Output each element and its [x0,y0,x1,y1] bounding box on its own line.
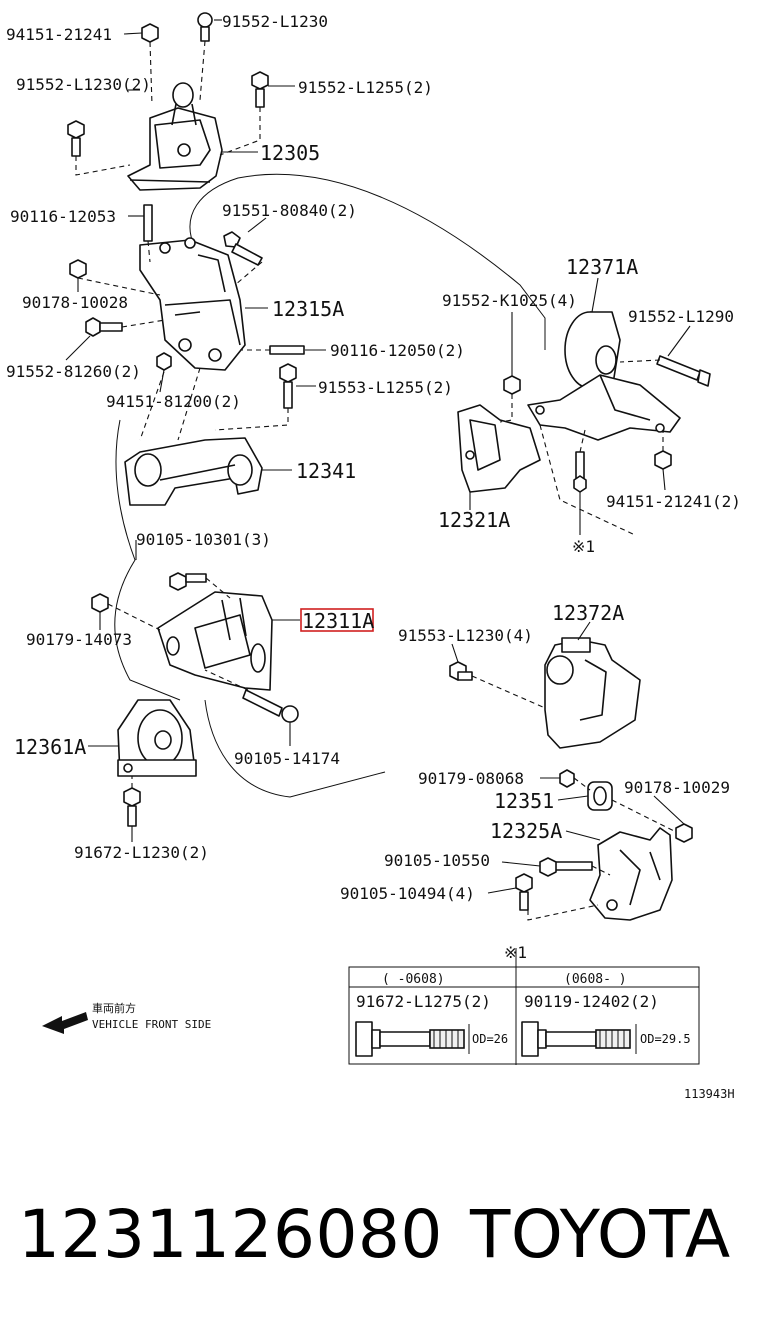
label-94151-21241-2: 94151-21241(2) [606,492,741,511]
front-arrow-icon [42,1012,88,1034]
label-12372a: 12372A [552,601,624,625]
part-labels: 94151-21241 91552-L1230 91552-L1230(2) 9… [6,12,741,962]
bracket-12341 [124,437,263,506]
label-12315a: 12315A [272,297,344,321]
note-table: ( -0608) (0608- ) 91672-L1275(2) 90119-1… [348,948,700,1065]
label-12351: 12351 [494,789,554,813]
label-90105-14174: 90105-14174 [234,749,340,768]
front-label-jp: 車両前方 [92,1001,136,1015]
table-col2-header: (0608- ) [564,972,627,987]
label-12371a: 12371A [566,255,638,279]
bolt-91552-l1230-left [67,120,85,157]
label-90179-14073: 90179-14073 [26,630,132,649]
label-12311a: 12311A [302,609,374,633]
label-91552-l1230-2: 91552-L1230(2) [16,75,151,94]
nut-90178-10028 [69,259,87,279]
bolt-90105-14174 [242,689,299,723]
label-12305: 12305 [260,141,320,165]
label-12325a: 12325A [490,819,562,843]
label-94151-21241: 94151-21241 [6,25,112,44]
mount-12361a [117,699,197,777]
bracket-12325a [589,827,673,921]
bracket-12321a [457,404,541,493]
nut-94151-21241 [141,23,159,43]
label-90116-12050-2: 90116-12050(2) [330,341,465,360]
bolt-90105-10301 [169,572,207,591]
highlight-box-12311a [300,608,374,632]
bolt-91553-l1230 [449,661,473,681]
table-col2-od: OD=29.5 [640,1032,691,1046]
engine-mount-12305 [127,82,223,191]
table-col1-part: 91672-L1275(2) [356,992,491,1011]
label-90105-10550: 90105-10550 [384,851,490,870]
stud-90116-12050 [269,345,305,355]
label-12321a: 12321A [438,508,510,532]
label-90105-10494-4: 90105-10494(4) [340,884,475,903]
diagram-code: 113943H [684,1087,735,1101]
label-91552-l1230: 91552-L1230 [222,12,328,31]
nut-94151-81200 [156,352,172,371]
label-91553-l1230-4: 91553-L1230(4) [398,626,533,645]
assembly-outline-lower [114,419,386,798]
front-label-en: VEHICLE FRONT SIDE [92,1018,211,1031]
mount-12371a [527,311,681,441]
bolt-91552-k1025 [503,375,521,395]
label-12361a: 12361A [14,735,86,759]
bushing-12351 [587,781,613,811]
brand-text: TOYOTA [470,1196,731,1273]
bolt-91552-81260 [85,317,123,337]
bracket-12372a [544,637,641,749]
part-number-text: 1231126080 [18,1196,443,1273]
bolt-91552-l1230-top [197,12,213,42]
label-90178-10029: 90178-10029 [624,778,730,797]
table-col1-header: ( -0608) [382,972,445,987]
nut-90179-14073 [91,593,109,613]
bolt-drawing-col1 [355,1021,470,1057]
bolt-91551-80840 [223,231,263,266]
dashed-lines [75,40,677,921]
bolt-91552-l1290 [656,355,711,387]
label-91552-81260-2: 91552-81260(2) [6,362,141,381]
label-91551-80840-2: 91551-80840(2) [222,201,357,220]
washer-90179-08068 [559,769,575,788]
label-note1-upper: ※1 [572,537,595,556]
label-12341: 12341 [296,459,356,483]
vehicle-front-indicator: 車両前方 VEHICLE FRONT SIDE [42,1001,211,1034]
bracket-12315a [139,237,246,371]
stud-note1 [573,451,587,493]
label-91553-l1255-2: 91553-L1255(2) [318,378,453,397]
table-col1-od: OD=26 [472,1032,508,1046]
bolt-drawing-col2 [521,1021,637,1057]
bolt-90105-10550 [539,857,593,877]
label-90105-10301-3: 90105-10301(3) [136,530,271,549]
bolt-91552-l1255-top [251,71,269,108]
label-91552-l1290: 91552-L1290 [628,307,734,326]
bolt-90105-10494 [515,873,533,911]
label-91672-l1230-2: 91672-L1230(2) [74,843,209,862]
nut-94151-21241-r [654,450,672,470]
label-90178-10028: 90178-10028 [22,293,128,312]
label-94151-81200-2: 94151-81200(2) [106,392,241,411]
label-90179-08068: 90179-08068 [418,769,524,788]
bracket-12311a [157,591,273,691]
label-91552-k1025-4: 91552-K1025(4) [442,291,577,310]
table-col2-part: 90119-12402(2) [524,992,659,1011]
leader-lines [65,19,691,894]
nut-90178-10029 [675,823,693,843]
bolt-91553-l1255 [279,363,297,409]
stud-90116-12053 [143,204,153,242]
assembly-outline [189,173,546,350]
label-91552-l1255-2: 91552-L1255(2) [298,78,433,97]
bolt-91672-l1230 [123,787,141,827]
label-90116-12053: 90116-12053 [10,207,116,226]
